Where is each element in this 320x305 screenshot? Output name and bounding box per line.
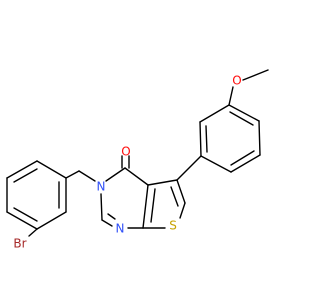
bond-c6-s bbox=[179, 202, 186, 219]
bond-ar2-c3 bbox=[230, 154, 261, 173]
bond-c5-c6-double bbox=[170, 186, 179, 207]
bond-n3-c2 bbox=[100, 193, 103, 221]
bond-c7a-c4a-double bbox=[150, 188, 156, 223]
bond-c4-n3 bbox=[105, 167, 126, 182]
atom-label-methoxy-o: O bbox=[232, 74, 241, 88]
bonds bbox=[6, 69, 269, 237]
bond-ar1-c3 bbox=[6, 211, 38, 230]
bond-ar2-inner-2 bbox=[230, 150, 255, 166]
bond-c-br bbox=[28, 228, 38, 237]
atom-label-n3: N bbox=[97, 180, 106, 194]
atom-label-carbonyl-o: O bbox=[121, 145, 130, 159]
bond-ar1-c6 bbox=[36, 160, 67, 179]
bond-ar2-c4 bbox=[200, 155, 232, 173]
bond-c5-c6 bbox=[176, 179, 186, 204]
bond-ar2-inner-3 bbox=[205, 125, 208, 153]
structure-canvas: O N N S Br O bbox=[6, 69, 269, 251]
bond-ar1-c5 bbox=[6, 160, 38, 179]
atom-label-s: S bbox=[169, 219, 177, 233]
bond-ar2-c1 bbox=[228, 104, 260, 122]
bond-aryl-c5 bbox=[176, 155, 202, 181]
atom-labels: O N N S Br O bbox=[13, 74, 241, 251]
bond-ar2-inner-1 bbox=[229, 111, 254, 126]
bond-c2-n1 bbox=[101, 219, 113, 227]
bond-ch2-ar1 bbox=[65, 170, 80, 179]
bond-ar1-inner-2 bbox=[13, 207, 38, 222]
bond-c7a-c4a bbox=[142, 184, 149, 229]
bond-o-aryl bbox=[228, 86, 234, 106]
bond-ar2-c6 bbox=[199, 104, 230, 123]
bond-c4a-c5 bbox=[147, 179, 178, 186]
bond-c2-n1-double bbox=[107, 213, 116, 220]
atom-label-br: Br bbox=[13, 237, 26, 251]
bond-ar1-inner-3 bbox=[13, 168, 38, 183]
bond-ar2-c5 bbox=[199, 121, 202, 157]
bond-methyl-o bbox=[242, 69, 269, 81]
molecule-drawing: O N N S Br O bbox=[6, 69, 269, 251]
bond-ar1-c2 bbox=[36, 211, 67, 230]
atom-label-n1: N bbox=[116, 222, 125, 236]
bond-n3-ch2 bbox=[78, 170, 96, 182]
bond-ar2-c2 bbox=[258, 120, 261, 156]
bond-c4a-c4 bbox=[124, 167, 149, 186]
